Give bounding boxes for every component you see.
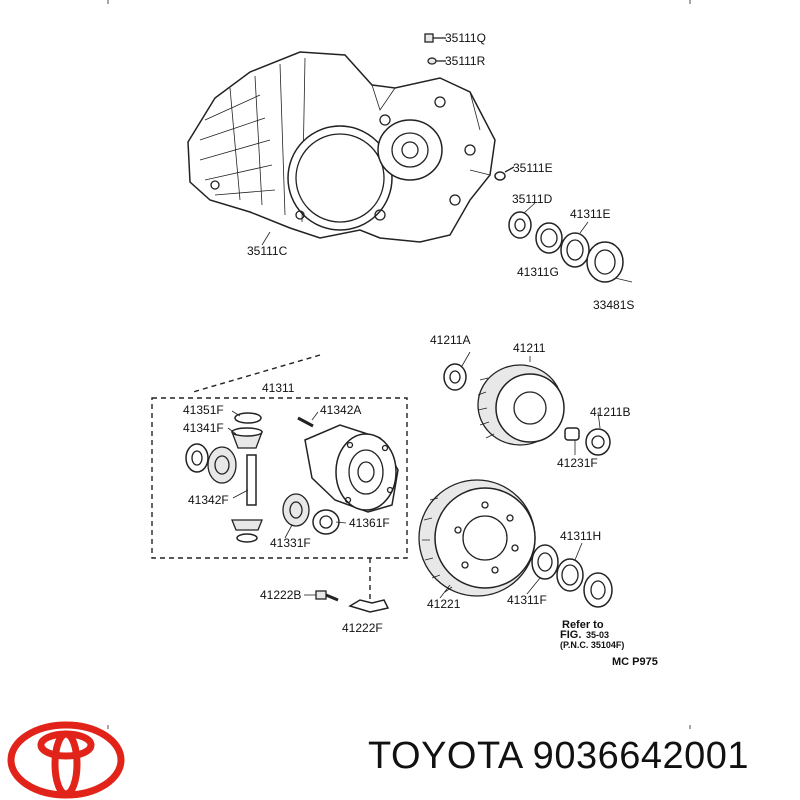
- oil-seal-35111d: [508, 202, 536, 239]
- refer-fig-number: 35-03: [586, 630, 609, 640]
- bearing-41311f: [531, 544, 559, 580]
- side-gear-41331f: [282, 493, 310, 527]
- label-41341f: 41341F: [183, 421, 224, 435]
- label-41311f: 41311F: [507, 593, 547, 607]
- label-41311: 41311: [262, 381, 295, 395]
- bearing-cup-right: [583, 572, 613, 608]
- bearing-41211b: [585, 428, 611, 456]
- bearing-cup-33481s: [586, 241, 633, 283]
- refer-line-1: Refer to: [562, 619, 604, 631]
- pinion-shaft-41342f: [246, 454, 257, 506]
- side-gear-left: [207, 446, 237, 484]
- refer-line-3: (P.N.C. 35104F): [560, 640, 624, 650]
- plug-35111q: [424, 33, 446, 43]
- plug-35111r: [427, 57, 446, 65]
- shim-41231f: [564, 427, 580, 455]
- toyota-logo-icon: [7, 721, 125, 799]
- refer-line-2: FIG.: [560, 629, 581, 641]
- label-41211: 41211: [513, 341, 546, 355]
- label-41351f: 41351F: [183, 403, 224, 417]
- pinion-gear-lower: [231, 519, 263, 543]
- shim-41311g: [535, 222, 563, 254]
- diagram-code: MC P975: [612, 656, 658, 668]
- leader-lines: [227, 231, 601, 599]
- shim-41311h: [556, 542, 584, 592]
- label-35111c: 35111C: [247, 244, 288, 258]
- label-35111e: 35111E: [513, 161, 553, 175]
- label-41342a: 41342A: [320, 403, 361, 417]
- lock-plate-41222f: [348, 599, 390, 613]
- label-41311h: 41311H: [560, 529, 601, 543]
- pinion-gear-41341f: [231, 427, 263, 449]
- label-41331f: 41331F: [270, 536, 311, 550]
- differential-case-enclosure: [151, 354, 408, 610]
- label-33481s: 33481S: [593, 298, 634, 312]
- label-41311e: 41311E: [570, 207, 610, 221]
- differential-case: [304, 424, 399, 513]
- bearing-41311e: [560, 221, 590, 268]
- label-41211b: 41211B: [590, 405, 630, 419]
- crop-marks: [107, 0, 691, 729]
- label-41222f: 41222F: [342, 621, 383, 635]
- label-41222b: 41222B: [260, 588, 301, 602]
- label-35111q: 35111Q: [445, 31, 486, 45]
- ring-gear-41211: [477, 356, 565, 446]
- label-41311g: 41311G: [517, 265, 559, 279]
- label-41221: 41221: [427, 597, 461, 611]
- label-41211a: 41211A: [430, 333, 470, 347]
- bearing-41211a: [443, 351, 471, 391]
- bolt-41222b: [315, 590, 339, 602]
- washer-41361f: [312, 509, 340, 535]
- pin-41342a: [297, 416, 314, 428]
- plug-35111e: [494, 166, 515, 181]
- label-35111d: 35111D: [512, 192, 553, 206]
- side-gear-washer-left: [185, 443, 209, 473]
- label-41231f: 41231F: [557, 456, 598, 470]
- label-35111r: 35111R: [445, 54, 486, 68]
- brand-part-number: TOYOTA 9036642001: [368, 735, 750, 777]
- label-41361f: 41361F: [349, 516, 390, 530]
- thrust-washer-41351f: [234, 412, 262, 424]
- transaxle-case-housing: [187, 51, 496, 243]
- final-drive-gear-41221: [418, 479, 536, 597]
- label-41342f: 41342F: [188, 493, 229, 507]
